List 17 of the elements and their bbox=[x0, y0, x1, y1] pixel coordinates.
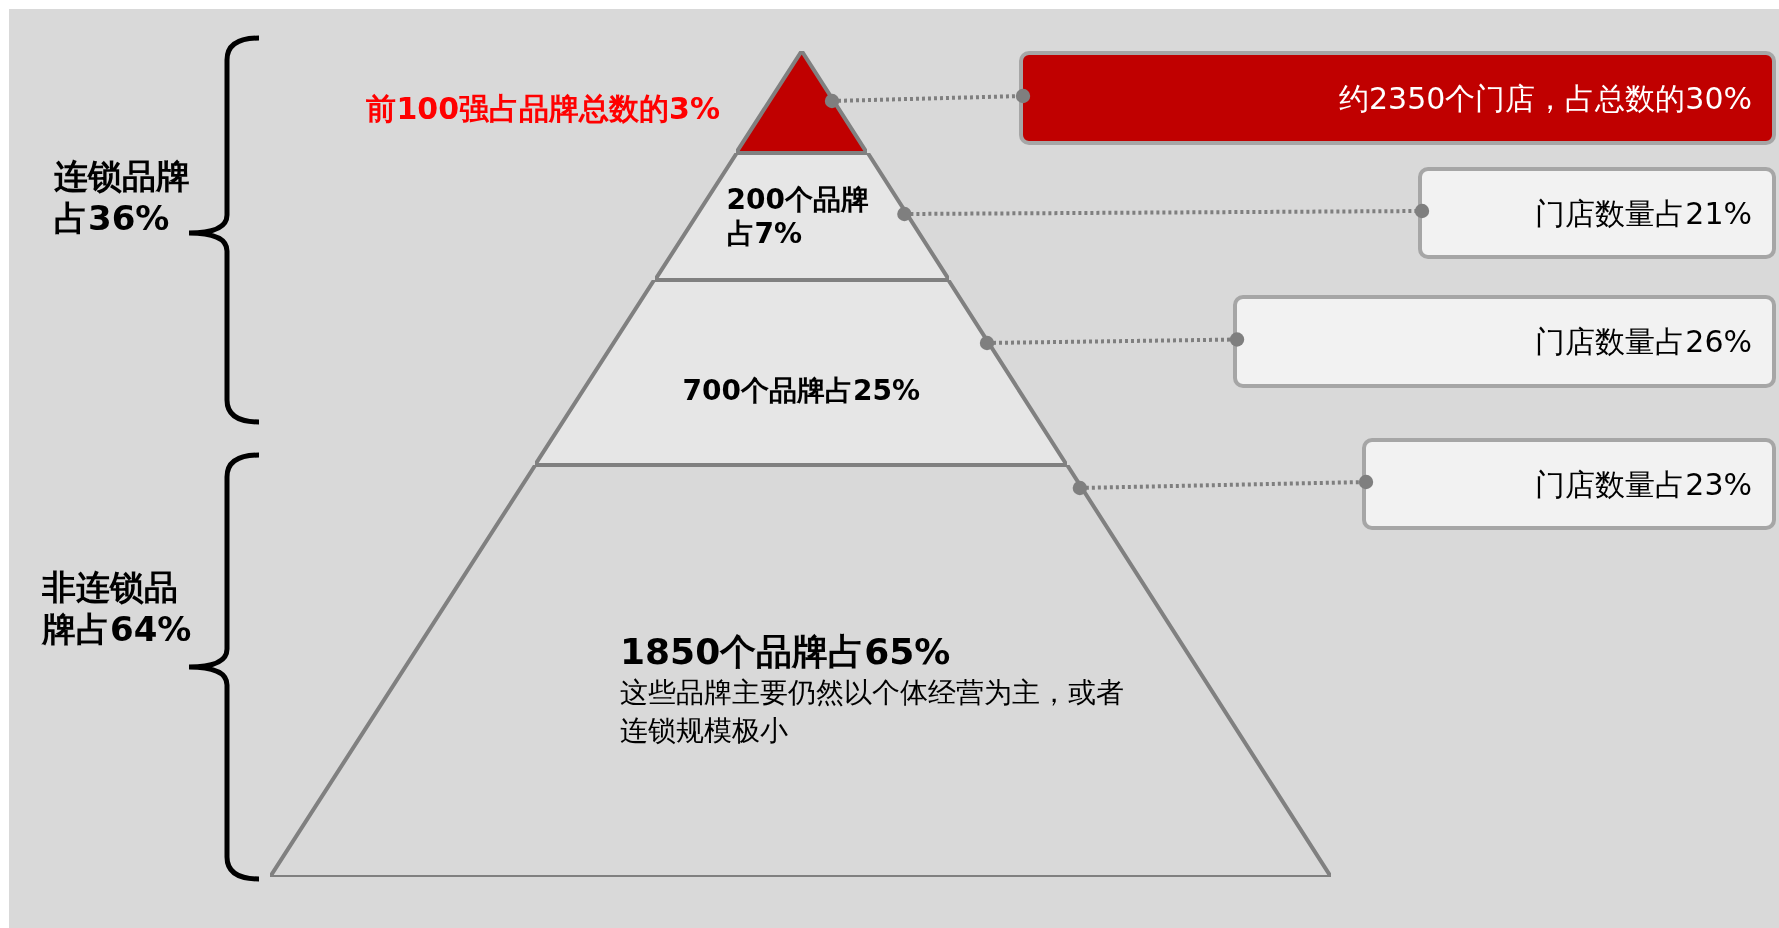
dotted-connector bbox=[897, 203, 1430, 222]
info-box: 门店数量占23% bbox=[1362, 438, 1776, 530]
info-box: 门店数量占26% bbox=[1233, 295, 1776, 388]
dotted-connector bbox=[1072, 474, 1374, 496]
tier-title: 1850个品牌占65% bbox=[620, 630, 952, 674]
tip-label: 前100强占品牌总数的3% bbox=[365, 90, 720, 128]
pyramid-tier bbox=[270, 465, 1331, 877]
group-label: 非连锁品牌占64% bbox=[42, 566, 193, 650]
pyramid-tip bbox=[736, 51, 868, 153]
dotted-connector bbox=[979, 332, 1245, 351]
tier-label: 200个品牌占7% bbox=[726, 183, 870, 251]
tier-description: 这些品牌主要仍然以个体经营为主，或者连锁规模极小 bbox=[620, 675, 1125, 749]
info-box: 约2350个门店，占总数的30% bbox=[1019, 51, 1776, 145]
tier-label: 700个品牌占25% bbox=[681, 373, 921, 409]
info-box: 门店数量占21% bbox=[1418, 167, 1776, 259]
dotted-connector bbox=[824, 88, 1031, 109]
group-label: 连锁品牌占36% bbox=[54, 155, 191, 239]
